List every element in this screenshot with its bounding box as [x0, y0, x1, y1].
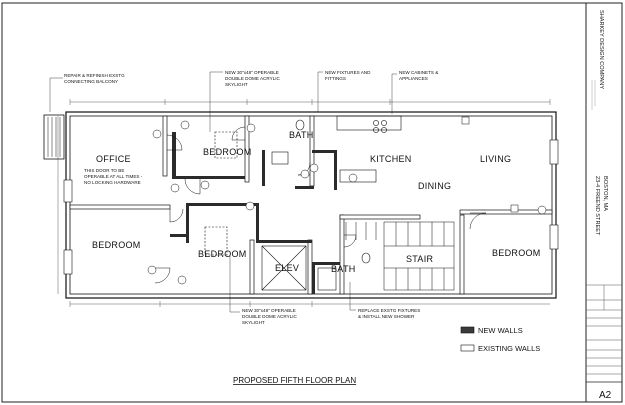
- svg-text:& INSTALL NEW SHOWER: & INSTALL NEW SHOWER: [358, 314, 415, 319]
- sheet-number: A2: [599, 390, 612, 401]
- vanity-top: [271, 151, 289, 165]
- svg-text:NEW CABINETS &: NEW CABINETS &: [399, 70, 438, 75]
- legend-existing-walls-swatch: [460, 344, 475, 352]
- room-bedroom-left: BEDROOM: [92, 240, 141, 250]
- svg-text:NEW 30"x48" OPERABLE: NEW 30"x48" OPERABLE: [242, 308, 296, 313]
- toilet-top: [295, 119, 305, 131]
- room-dining: DINING: [418, 181, 451, 191]
- elevator-shaft: [261, 245, 307, 291]
- room-stair: STAIR: [406, 254, 434, 264]
- skylight-top: [214, 131, 238, 159]
- room-labels: OFFICE BEDROOM BATH KITCHEN LIVING DININ…: [92, 130, 541, 274]
- annotation-leaders: [49, 71, 397, 313]
- svg-text:DOUBLE DOME ACRYLIC: DOUBLE DOME ACRYLIC: [225, 76, 280, 81]
- note-balcony: REPAIR & REFINISH EXSTG CONNECTING BALCO…: [64, 73, 125, 84]
- note-office-door: THIS DOOR TO BE OPERABLE AT ALL TIMES - …: [84, 168, 143, 185]
- legend: NEW WALLS EXISTING WALLS: [460, 326, 540, 353]
- shower-bottom: [317, 267, 337, 291]
- svg-text:THIS DOOR TO BE: THIS DOOR TO BE: [84, 168, 124, 173]
- title-company: SHARKEY DESIGN COMPANY: [598, 10, 604, 89]
- kitchen-counters: [336, 115, 402, 183]
- room-living: LIVING: [480, 154, 511, 164]
- room-bath-top: BATH: [289, 130, 314, 140]
- skylight-bottom: [204, 226, 228, 256]
- svg-text:DOUBLE DOME ACRYLIC: DOUBLE DOME ACRYLIC: [242, 314, 297, 319]
- plan-title: PROPOSED FIFTH FLOOR PLAN: [233, 376, 356, 385]
- room-kitchen: KITCHEN: [370, 154, 412, 164]
- svg-text:SKYLIGHT: SKYLIGHT: [225, 82, 248, 87]
- plan-walls: [43, 99, 559, 307]
- legend-existing-walls-label: EXISTING WALLS: [478, 344, 540, 353]
- note-cabinets: NEW CABINETS & APPLIANCES: [399, 70, 438, 81]
- svg-text:NO LOCKING HARDWARE: NO LOCKING HARDWARE: [84, 180, 141, 185]
- svg-text:CONNECTING BALCONY: CONNECTING BALCONY: [64, 79, 118, 84]
- title-block: SHARKEY DESIGN COMPANY 23-4 FREEND STREE…: [585, 3, 622, 402]
- svg-text:SKYLIGHT: SKYLIGHT: [242, 320, 265, 325]
- note-skylight-bottom: NEW 30"x48" OPERABLE DOUBLE DOME ACRYLIC…: [242, 308, 297, 325]
- note-fixtures: NEW FIXTURES AND FITTINGS: [325, 70, 371, 81]
- room-bedroom-mid: BEDROOM: [198, 249, 247, 259]
- svg-text:OPERABLE AT ALL TIMES -: OPERABLE AT ALL TIMES -: [84, 174, 143, 179]
- legend-new-walls-label: NEW WALLS: [478, 326, 523, 335]
- room-bath-bottom: BATH: [331, 264, 356, 274]
- room-elev: ELEV: [275, 263, 299, 273]
- legend-new-walls-swatch: [460, 326, 475, 334]
- room-bedroom-right: BEDROOM: [492, 248, 541, 258]
- svg-text:NEW FIXTURES AND: NEW FIXTURES AND: [325, 70, 371, 75]
- room-bedroom-top: BEDROOM: [203, 147, 252, 157]
- svg-text:REPAIR & REFINISH EXSTG: REPAIR & REFINISH EXSTG: [64, 73, 125, 78]
- room-office: OFFICE: [96, 154, 131, 164]
- stair-treads: [345, 221, 455, 291]
- balcony: [43, 114, 65, 160]
- svg-text:NEW 30"x48" OPERABLE: NEW 30"x48" OPERABLE: [225, 70, 279, 75]
- note-shower: REPLACE EXSTG FIXTURES & INSTALL NEW SHO…: [358, 308, 420, 319]
- svg-text:FITTINGS: FITTINGS: [325, 76, 346, 81]
- svg-text:APPLIANCES: APPLIANCES: [399, 76, 428, 81]
- title-address-line2: BOSTON, MA: [602, 176, 608, 211]
- toilet-bottom: [361, 252, 371, 264]
- title-address-line1: 23-4 FREEND STREET: [594, 176, 600, 236]
- note-skylight-top: NEW 30"x48" OPERABLE DOUBLE DOME ACRYLIC…: [225, 70, 280, 87]
- svg-text:REPLACE EXSTG FIXTURES: REPLACE EXSTG FIXTURES: [358, 308, 420, 313]
